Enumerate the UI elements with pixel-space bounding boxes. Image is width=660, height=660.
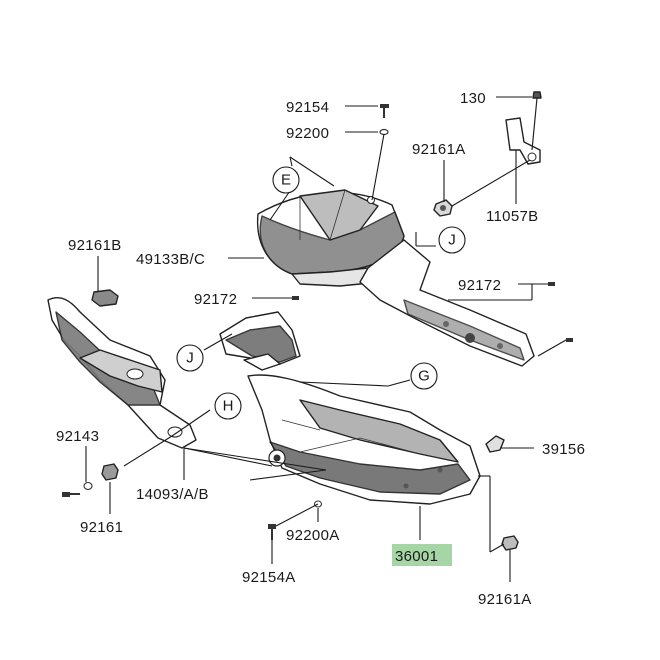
- ref-marker-j-left: J: [186, 350, 194, 367]
- label-92161B: 92161B: [68, 237, 122, 254]
- leader-lines: [85, 96, 567, 582]
- ref-markers: E J J G H: [176, 166, 466, 420]
- label-92154A: 92154A: [242, 569, 296, 586]
- label-92161: 92161: [80, 519, 123, 536]
- ref-circle-h: [214, 392, 242, 420]
- label-92200A: 92200A: [286, 527, 340, 544]
- label-49133BC: 49133B/C: [136, 251, 205, 268]
- ref-circle-e: [272, 166, 300, 194]
- duct-bracket: [219, 311, 301, 371]
- nut-92161B: [91, 289, 119, 307]
- label-130: 130: [460, 90, 486, 107]
- ref-marker-j-right: J: [448, 232, 456, 249]
- label-92161A-top: 92161A: [412, 141, 466, 158]
- panel-14093: [47, 296, 197, 449]
- ref-marker-h: H: [223, 398, 234, 415]
- ref-circle-g: [410, 362, 438, 390]
- label-92200: 92200: [286, 125, 329, 142]
- bracket-11057B: [505, 91, 542, 165]
- inner-cowl-upper: [256, 189, 405, 287]
- ref-marker-g: G: [418, 368, 430, 385]
- label-92161A-bottom: 92161A: [478, 591, 532, 608]
- side-cowl-36001: [247, 374, 481, 505]
- label-92154: 92154: [286, 99, 329, 116]
- ref-circle-j-right: [438, 226, 466, 254]
- label-11057B: 11057B: [486, 208, 538, 225]
- nut-92161A-top: [433, 199, 453, 217]
- label-92172-right: 92172: [458, 277, 501, 294]
- clip-39156: [485, 435, 505, 453]
- label-92172-left: 92172: [194, 291, 237, 308]
- screw-92154: [379, 104, 389, 136]
- side-rail: [359, 239, 535, 367]
- label-14093AB: 14093/A/B: [136, 486, 209, 503]
- hardware-bottom: [62, 282, 573, 551]
- label-92143: 92143: [56, 428, 99, 445]
- ref-marker-e: E: [281, 172, 291, 189]
- highlight-36001: [392, 544, 452, 566]
- label-36001[interactable]: 36001: [395, 548, 438, 565]
- label-39156: 39156: [542, 441, 585, 458]
- ref-circle-j-left: [176, 344, 204, 372]
- part-labels: 92154 92200 130 92161A 11057B 92161B 491…: [56, 90, 585, 608]
